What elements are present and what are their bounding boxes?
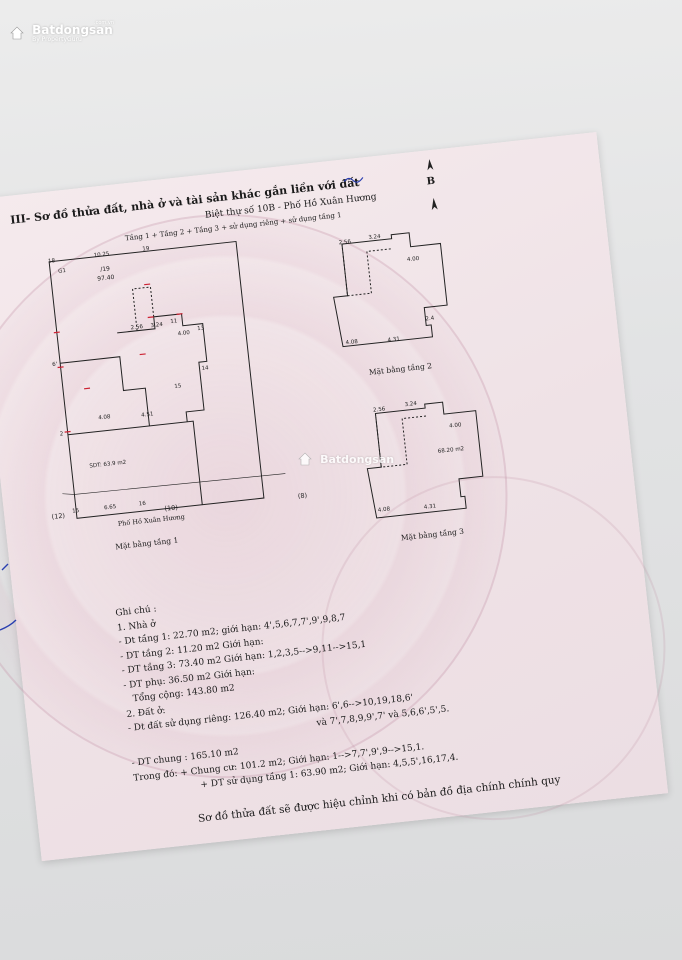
f1-point-17: 16 xyxy=(138,500,147,508)
f1-point-14: 14 xyxy=(201,365,209,372)
north-arrow-icon xyxy=(427,159,438,211)
f1-plot-no: /19 xyxy=(99,265,111,274)
f1-point-15: 15 xyxy=(174,383,182,391)
floor3-plan-drawing xyxy=(366,401,484,519)
f1-point-13: 13 xyxy=(196,325,205,333)
watermark-center: Batdongsan xyxy=(298,448,394,467)
f1-point-19: 19 xyxy=(142,245,150,253)
f1-right-label: (8) xyxy=(297,491,308,501)
floor2-plan-drawing xyxy=(333,232,448,348)
certificate-page: III- Sơ đồ thửa đất, nhà ở và tài sản kh… xyxy=(0,131,682,862)
watermark-center-brand: Batdongsan xyxy=(320,453,395,466)
notes-block: Ghi chú : 1. Nhà ở - Dt tầng 1: 22.70 m2… xyxy=(115,572,459,800)
floor1-plan-drawing xyxy=(48,240,286,519)
f1-g1: G1 xyxy=(57,268,67,275)
pen-mark xyxy=(343,177,364,183)
f1-bottom-label: (10) xyxy=(164,503,179,513)
watermark-domain: .com.vn xyxy=(94,20,114,26)
watermark-logo: Batdongsan By PropertyGuru .com.vn xyxy=(10,20,114,43)
house-icon xyxy=(10,26,24,39)
f1-left-label: (12) xyxy=(51,511,66,522)
f1-point-5: 2 xyxy=(59,431,64,438)
f1-point-18: 18 xyxy=(47,258,56,265)
watermark-byline: By PropertyGuru xyxy=(32,35,82,43)
f2-dim-24: 2.4 xyxy=(425,315,435,323)
house-icon xyxy=(298,452,312,465)
pen-scribble xyxy=(0,563,17,631)
f1-point-6p: 6' xyxy=(51,361,58,369)
watermark-brand: Batdongsan xyxy=(32,22,113,37)
f1-point-16: 15 xyxy=(71,508,80,515)
f1-point-11: 11 xyxy=(170,318,178,326)
